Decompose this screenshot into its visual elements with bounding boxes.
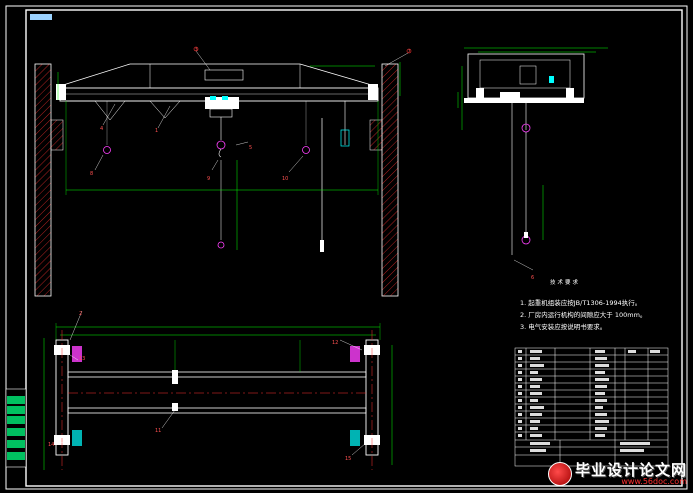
note-1: 1. 起重机组装应按JB/T1306-1994执行。 [520,298,641,307]
site-watermark: 毕业设计论文网 www.56doc.com [547,460,687,486]
left-wall [34,63,52,297]
callout-4: 4 [100,126,103,132]
note-3: 3. 电气安装应按说明书要求。 [520,322,606,331]
callout-9: 9 [207,176,210,182]
plan-view: 2 12 13 11 14 15 [43,310,393,470]
site-logo-icon [547,462,572,486]
right-wall [381,63,399,297]
note-2: 2. 厂房内运行机构的间隙应大于 100mm。 [520,310,646,319]
callout-8: 8 [90,171,93,177]
drawing-frame [5,5,688,490]
callout-11: 11 [155,428,161,434]
callout-12: 12 [332,340,338,346]
watermark-title: 毕业设计论文网 [574,460,687,479]
callout-6: 6 [531,275,534,281]
side-revision-strip [5,388,27,468]
parts-list [514,347,669,467]
corner-tag [30,14,52,20]
callout-2: 2 [79,311,82,317]
parts-list-marks [518,350,660,452]
callout-5: 5 [249,145,252,151]
callout-13: 13 [79,356,85,362]
technical-notes: 技术要求 1. 起重机组装应按JB/T1306-1994执行。 2. 厂房内运行… [520,278,646,331]
callout-7: 7 [408,49,411,55]
watermark-url[interactable]: www.56doc.com [621,476,687,486]
callout-3: 3 [195,47,198,53]
notes-title: 技术要求 [550,278,580,286]
front-view: 3 7 4 1 5 8 9 10 [34,46,412,297]
callout-1: 1 [155,128,158,134]
callout-10: 10 [282,176,288,182]
callout-15: 15 [345,456,351,462]
callout-14: 14 [48,442,54,448]
side-view: 6 [457,47,608,281]
